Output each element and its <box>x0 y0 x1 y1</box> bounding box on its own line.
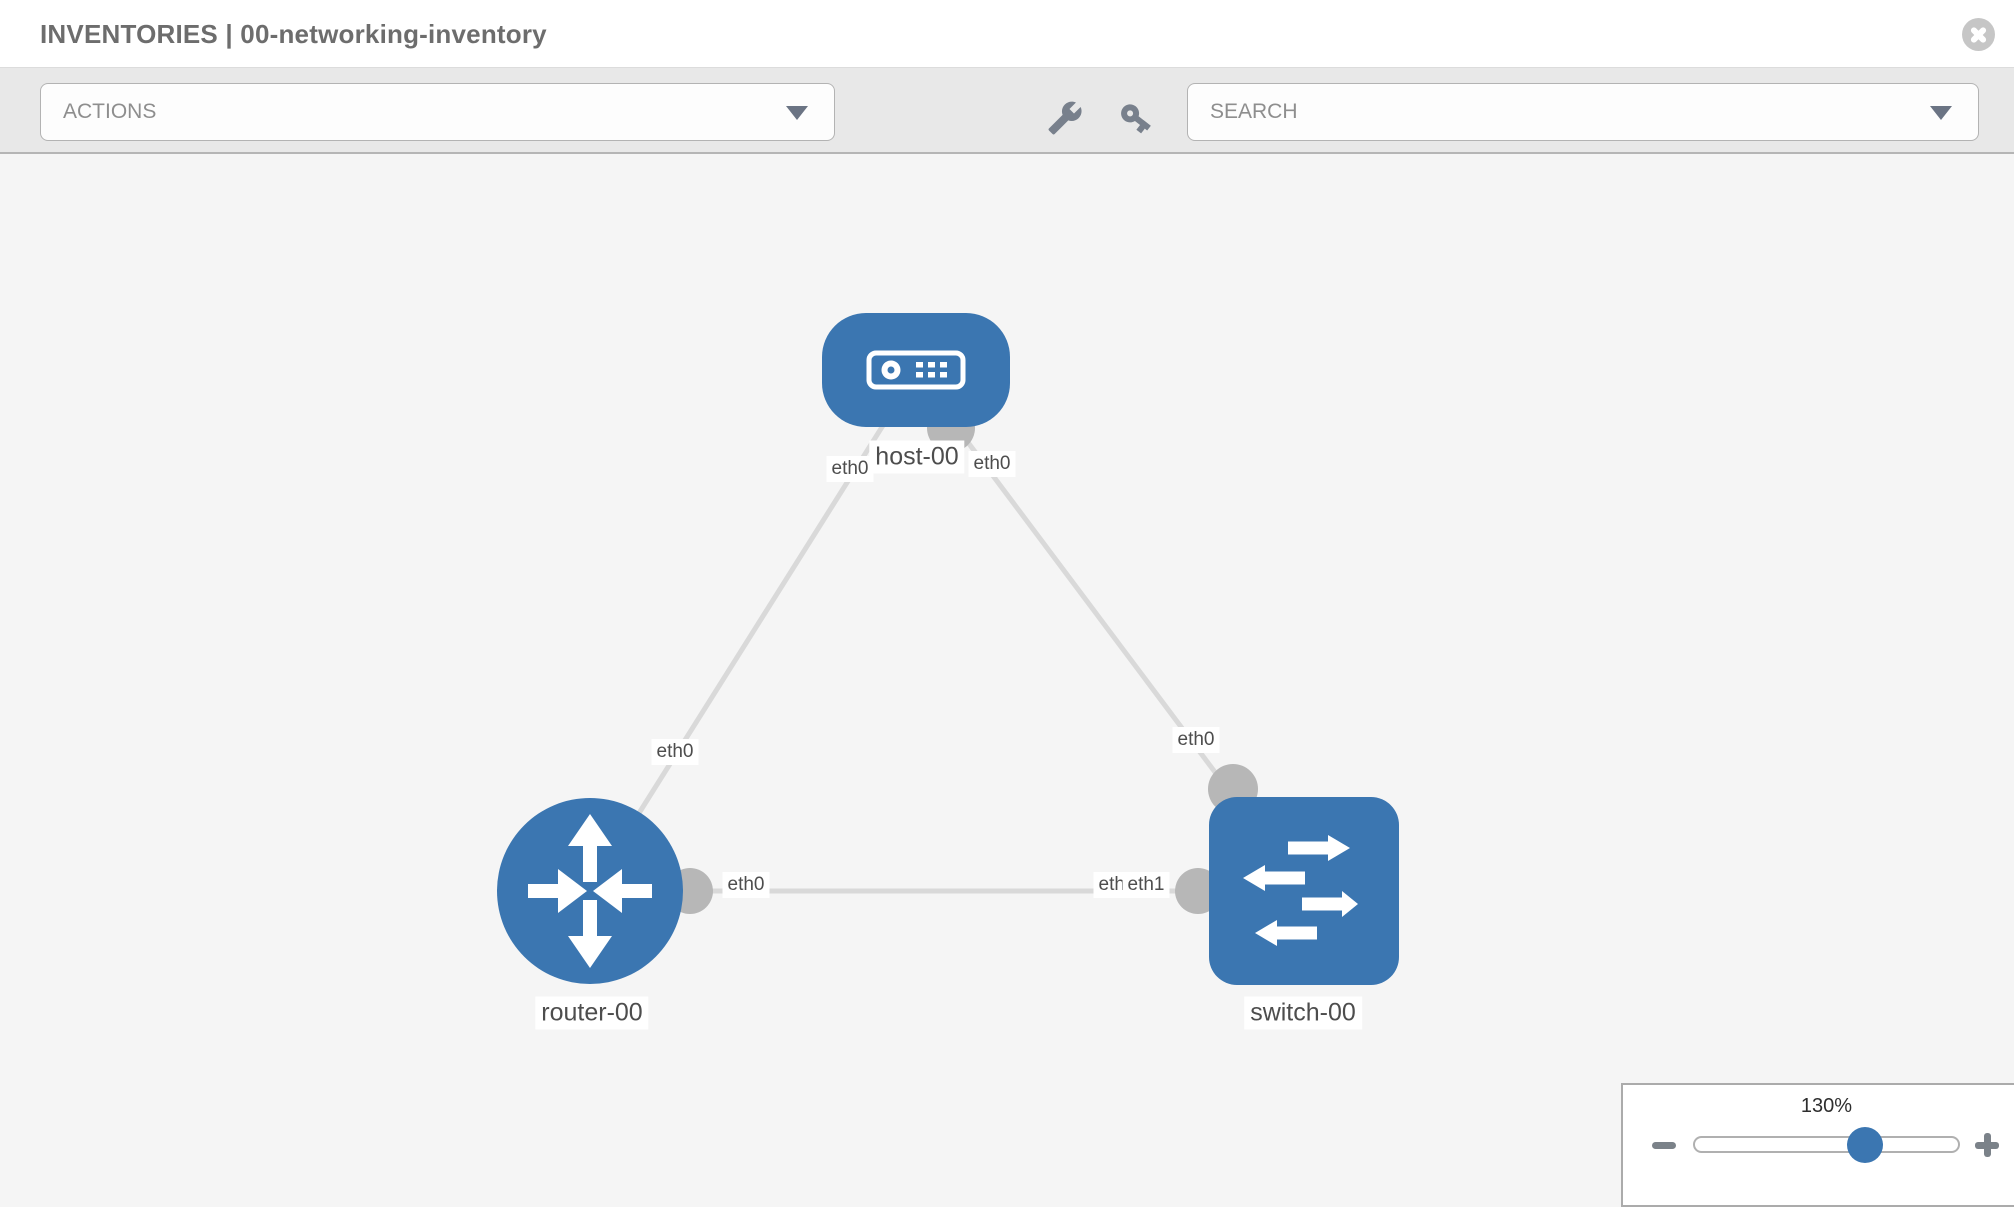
interface-label: eth0 <box>651 739 699 765</box>
actions-dropdown-label: ACTIONS <box>63 100 157 123</box>
node-label-router: router-00 <box>535 996 649 1030</box>
actions-dropdown[interactable]: ACTIONS <box>40 83 835 141</box>
zoom-control-panel: 130% <box>1621 1083 2014 1207</box>
node-router-00[interactable] <box>497 798 683 984</box>
node-label-switch: switch-00 <box>1244 996 1362 1030</box>
minus-icon[interactable] <box>1652 1142 1676 1149</box>
topology-canvas[interactable] <box>0 154 2014 1200</box>
zoom-slider-thumb[interactable] <box>1847 1127 1883 1163</box>
header-bar: INVENTORIES | 00-networking-inventory <box>0 0 2014 68</box>
chevron-down-icon <box>1930 106 1952 120</box>
zoom-slider-track[interactable] <box>1693 1136 1960 1153</box>
switch-arrows-icon <box>1243 835 1358 946</box>
search-dropdown[interactable]: SEARCH <box>1187 83 1979 141</box>
interface-label: eth1 <box>1122 872 1170 898</box>
key-icon[interactable] <box>1118 100 1154 136</box>
page-title: INVENTORIES | 00-networking-inventory <box>40 19 547 49</box>
host-server-icon <box>866 350 966 390</box>
router-arrows-icon <box>528 814 652 968</box>
interface-label: eth0 <box>826 456 874 482</box>
interface-label: eth0 <box>968 451 1016 477</box>
search-dropdown-label: SEARCH <box>1210 100 1298 123</box>
chevron-down-icon <box>786 106 808 120</box>
node-host-00[interactable] <box>822 313 1010 427</box>
plus-icon[interactable] <box>1975 1133 1999 1157</box>
node-label-host: host-00 <box>869 440 965 474</box>
node-switch-00[interactable] <box>1209 797 1399 985</box>
close-icon[interactable] <box>1962 18 1995 51</box>
interface-label: eth0 <box>1172 727 1220 753</box>
interface-label: eth0 <box>722 872 770 898</box>
zoom-percentage: 130% <box>1800 1095 1853 1117</box>
toolbar: ACTIONS SEARCH <box>0 68 2014 154</box>
wrench-icon[interactable] <box>1047 100 1083 136</box>
